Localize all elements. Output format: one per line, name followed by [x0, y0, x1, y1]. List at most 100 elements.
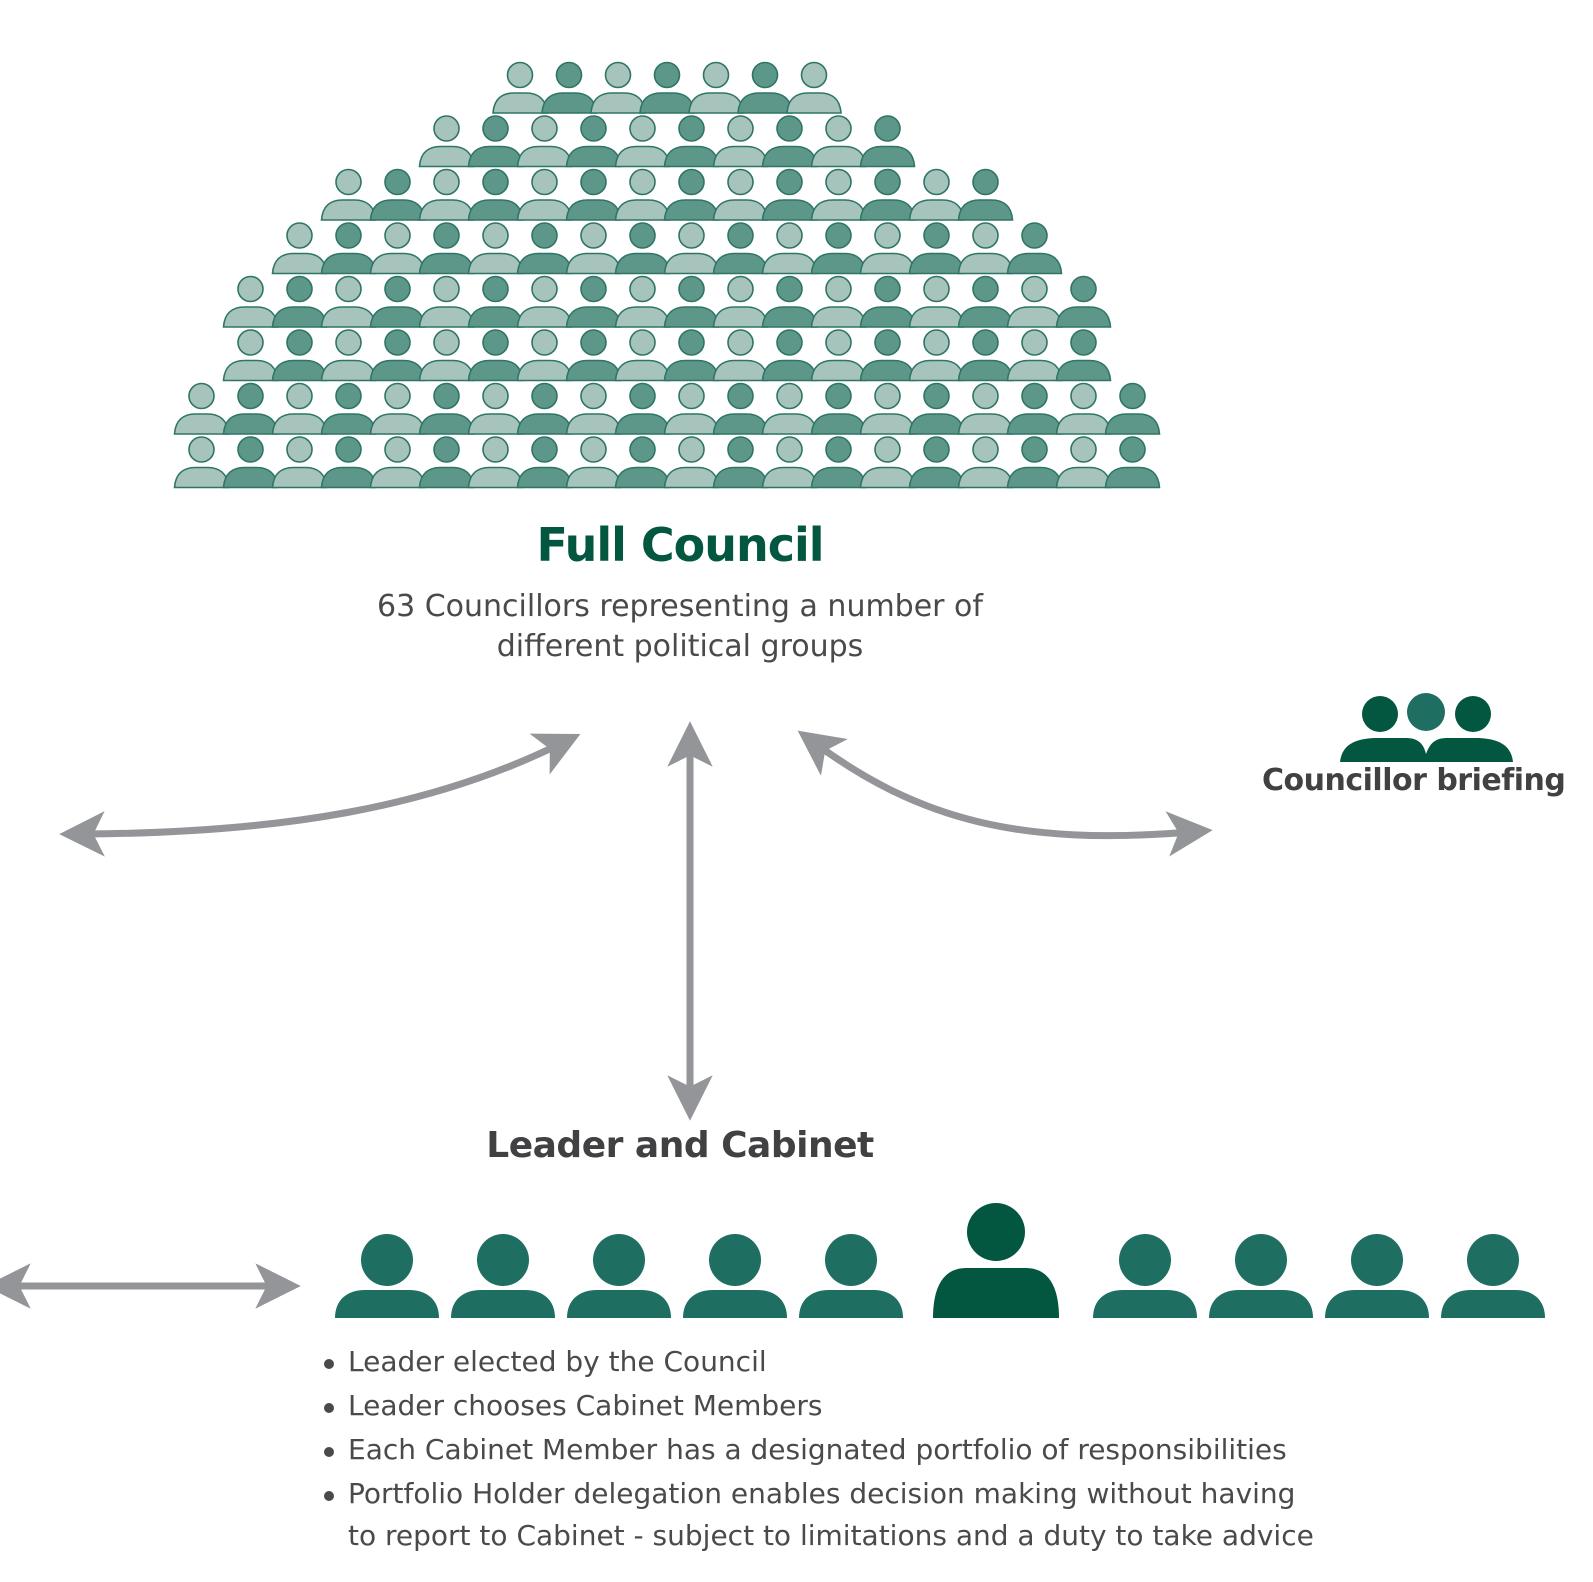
councillor-seat-icon — [810, 168, 867, 221]
councillor-seat-icon — [320, 222, 377, 275]
bullet-text-continued: to report to Cabinet - subject to limita… — [348, 1519, 1314, 1552]
councillor-seat-icon — [516, 222, 573, 275]
cabinet-member-icon — [567, 1234, 671, 1318]
full-council-subtitle: 63 Councillors representing a number of … — [330, 587, 1030, 667]
bullet-item: Portfolio Holder delegation enables deci… — [322, 1472, 1372, 1556]
councillor-seat-icon — [369, 436, 426, 489]
councillor-seat-icon — [663, 382, 720, 435]
councillor-seat-icon — [173, 382, 230, 435]
councillor-seat-icon — [565, 436, 622, 489]
cabinet-member-icon — [451, 1234, 555, 1318]
councillor-seat-icon — [810, 222, 867, 275]
councillor-seat-icon — [516, 168, 573, 221]
councillor-seat-icon — [908, 382, 965, 435]
councillor-seat-icon — [492, 61, 548, 114]
councillor-seat-icon — [859, 382, 916, 435]
cabinet-bullet-list: Leader elected by the Council Leader cho… — [322, 1340, 1372, 1556]
councillor-seat-icon — [516, 329, 573, 382]
councillor-seat-icon — [957, 168, 1014, 221]
arrow-council-to-briefing — [797, 730, 1213, 857]
councillor-seat-icon — [810, 436, 867, 489]
councillor-seat-icon — [222, 275, 279, 328]
councillor-seat-icon — [1006, 275, 1063, 328]
councillor-seat-icon — [271, 382, 328, 435]
cabinet-member-icon — [799, 1234, 903, 1318]
councillor-seat-icon — [369, 168, 426, 221]
councillor-seat-icon — [173, 436, 230, 489]
councillor-seat-icon — [320, 275, 377, 328]
councillor-seat-icon — [614, 436, 671, 489]
councillor-seat-icon — [810, 382, 867, 435]
councillor-seat-icon — [614, 382, 671, 435]
councillor-seat-icon — [712, 168, 769, 221]
councillor-seat-icon — [761, 436, 818, 489]
councillor-seat-icon — [418, 222, 475, 275]
cabinet-member-icon — [1441, 1234, 1545, 1318]
councillor-seat-icon — [1055, 382, 1112, 435]
councillor-seat-icon — [712, 222, 769, 275]
councillor-seat-icon — [712, 382, 769, 435]
councillor-seat-icon — [369, 275, 426, 328]
councillor-seat-icon — [712, 329, 769, 382]
bullet-text: Leader elected by the Council — [348, 1345, 767, 1378]
councillor-seat-icon — [271, 222, 328, 275]
councillor-seat-icon — [957, 275, 1014, 328]
councillor-seat-icon — [663, 115, 720, 168]
councillor-seat-icon — [957, 222, 1014, 275]
full-council-subtitle-line2: different political groups — [496, 629, 864, 664]
bullet-text: Each Cabinet Member has a designated por… — [348, 1433, 1287, 1466]
group-of-three-people-icon — [1340, 693, 1513, 762]
councillor-seat-icon — [320, 382, 377, 435]
councillor-seat-icon — [1006, 436, 1063, 489]
councillor-seat-icon — [859, 275, 916, 328]
councillor-seat-icon — [565, 168, 622, 221]
councillor-seat-icon — [467, 168, 524, 221]
councillor-seat-icon — [1006, 222, 1063, 275]
bullet-item: Leader chooses Cabinet Members — [322, 1384, 1372, 1428]
councillor-seat-icon — [320, 329, 377, 382]
councillor-seat-icon — [761, 222, 818, 275]
leader-and-cabinet-title: Leader and Cabinet — [486, 1125, 874, 1166]
councillor-seat-icon — [222, 436, 279, 489]
councillor-seat-icon — [859, 222, 916, 275]
councillor-seat-icon — [565, 382, 622, 435]
councillor-seat-icon — [222, 329, 279, 382]
councillor-seat-icon — [1006, 382, 1063, 435]
councillor-seat-icon — [516, 436, 573, 489]
bullet-text: Portfolio Holder delegation enables deci… — [348, 1477, 1296, 1510]
councillor-seat-icon — [614, 168, 671, 221]
councillor-seat-icon — [810, 115, 867, 168]
councillor-seat-icon — [467, 436, 524, 489]
councillor-seat-icon — [1055, 329, 1112, 382]
councillor-seat-icon — [810, 275, 867, 328]
councillor-seat-icon — [565, 275, 622, 328]
councillor-briefing-label: Councillor briefing — [1262, 763, 1566, 798]
councillor-seat-icon — [859, 115, 916, 168]
councillor-seat-icon — [957, 329, 1014, 382]
councillor-seat-icon — [761, 168, 818, 221]
councillor-seat-icon — [761, 329, 818, 382]
councillor-seat-icon — [418, 275, 475, 328]
councillor-seat-icon — [1104, 382, 1161, 435]
councillor-seat-icon — [614, 275, 671, 328]
councillor-seat-icon — [565, 222, 622, 275]
councillor-seat-icon — [737, 61, 793, 114]
councillor-seat-icon — [271, 275, 328, 328]
councillor-seat-icon — [810, 329, 867, 382]
councillor-seat-icon — [859, 329, 916, 382]
councillor-seat-icon — [712, 115, 769, 168]
councillor-seat-icon — [908, 436, 965, 489]
councillor-seat-icon — [418, 115, 475, 168]
councillor-seat-icon — [565, 115, 622, 168]
full-council-title: Full Council — [536, 518, 824, 572]
councillor-seat-icon — [541, 61, 597, 114]
councillor-seat-icon — [516, 382, 573, 435]
cabinet-member-icon — [1093, 1234, 1197, 1318]
leader-icon — [933, 1203, 1059, 1318]
councillor-seat-icon — [908, 329, 965, 382]
councillor-seat-icon — [957, 382, 1014, 435]
bullet-item: Leader elected by the Council — [322, 1340, 1372, 1384]
councillor-seat-icon — [565, 329, 622, 382]
councillor-seat-icon — [663, 168, 720, 221]
councillor-seat-icon — [614, 115, 671, 168]
